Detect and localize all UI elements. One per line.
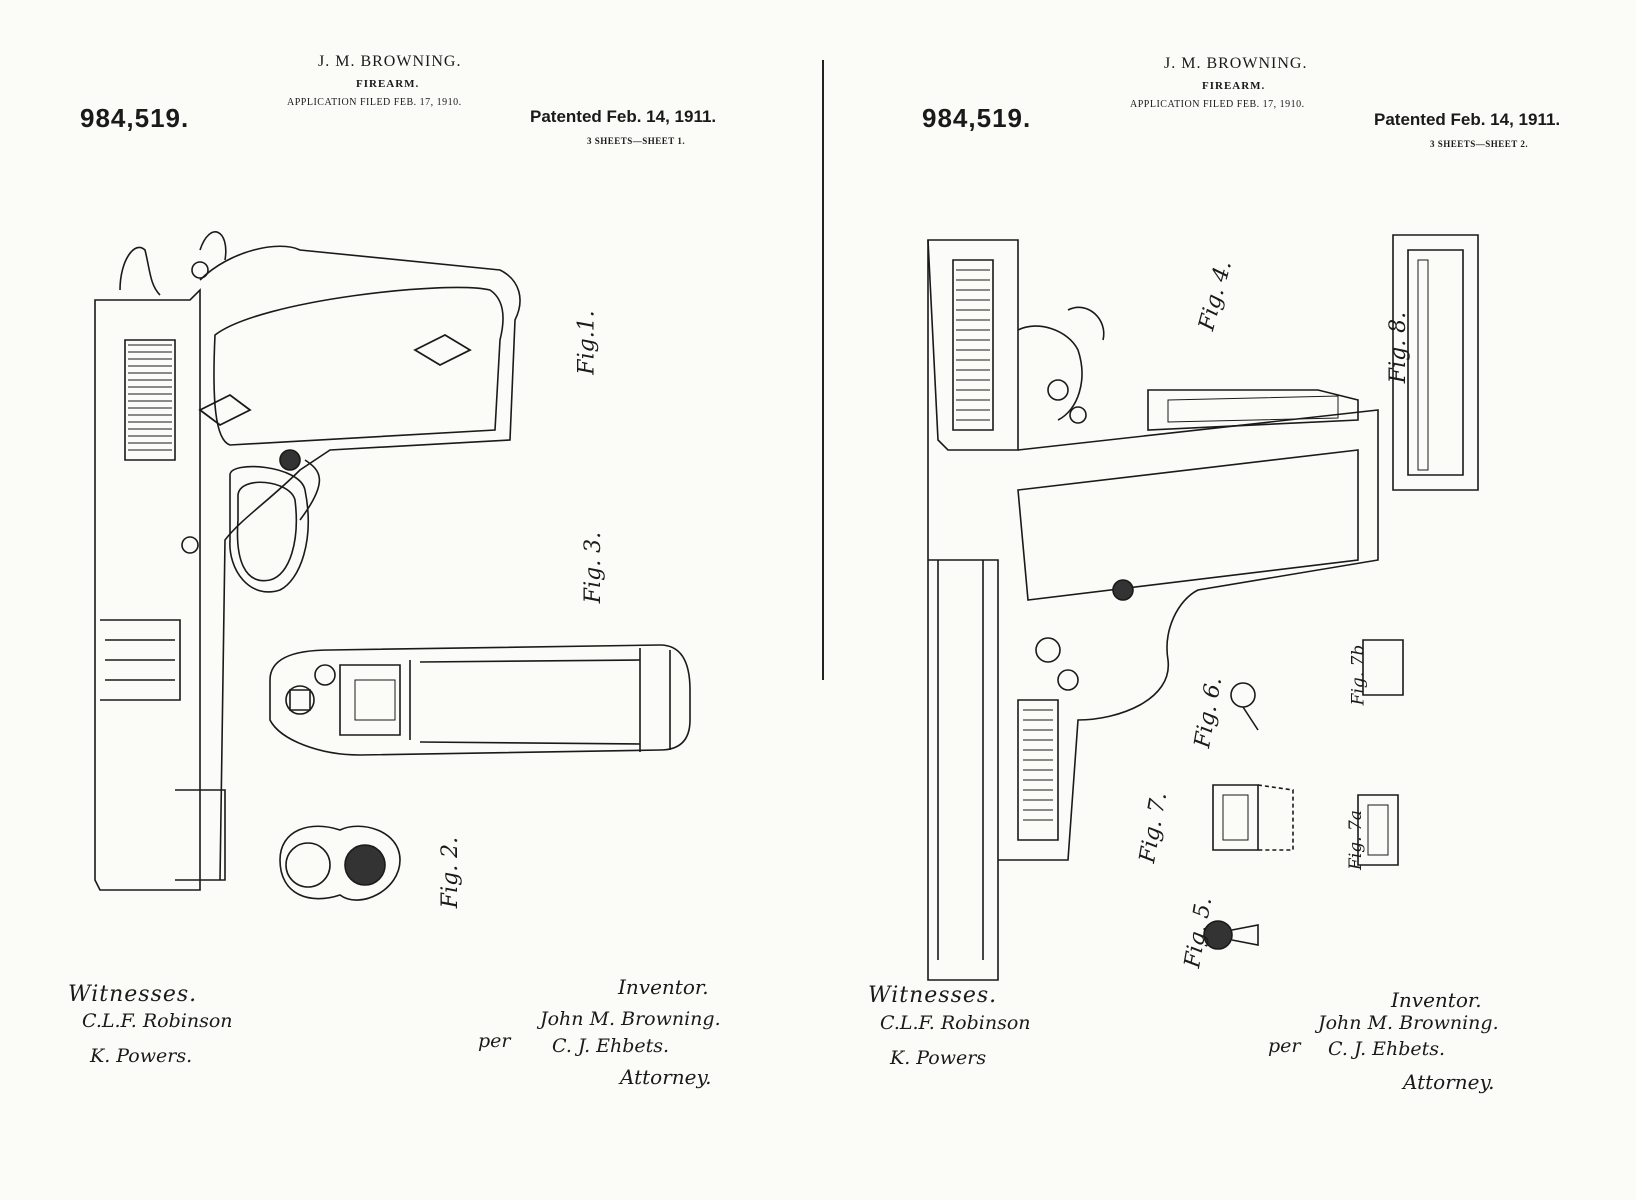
figure-label: Fig.1. <box>575 310 600 374</box>
figure-label: Fig. 7b <box>1348 645 1368 706</box>
patent-sheet-1: J. M. BROWNING. FIREARM. APPLICATION FIL… <box>0 0 818 1200</box>
patent-sheet-2: J. M. BROWNING. FIREARM. APPLICATION FIL… <box>818 0 1636 1200</box>
witness-signature: C.L.F. Robinson <box>880 1012 1031 1034</box>
attorney-signature: C. J. Ehbets. <box>1328 1038 1445 1060</box>
inventor-label: Inventor. <box>1391 988 1482 1012</box>
witnesses-label: Witnesses. <box>868 983 997 1008</box>
witnesses-label: Witnesses. <box>68 982 197 1007</box>
attorney-signature: C. J. Ehbets. <box>552 1035 669 1057</box>
fig1-pistol <box>95 232 520 890</box>
per-text: per <box>478 1030 511 1052</box>
attorney-label: Attorney. <box>1403 1070 1494 1094</box>
fig4-section <box>928 240 1378 980</box>
small-part-figures <box>1204 640 1403 949</box>
attorney-label: Attorney. <box>620 1065 711 1089</box>
figure-label: Fig. 2. <box>438 837 463 908</box>
per-text: per <box>1268 1035 1301 1057</box>
witness-signature: K. Powers. <box>90 1045 192 1067</box>
figure-label: Fig. 8. <box>1386 312 1411 383</box>
inventor-label: Inventor. <box>618 975 709 999</box>
figure-label: Fig. 3. <box>581 532 606 603</box>
figure-label: Fig. 7a <box>1346 810 1366 870</box>
witness-signature: C.L.F. Robinson <box>82 1010 233 1032</box>
fig3-end-view <box>270 645 690 755</box>
fig2-muzzle-view <box>280 826 400 900</box>
witness-signature: K. Powers <box>890 1047 986 1069</box>
inventor-signature: John M. Browning. <box>1318 1012 1499 1034</box>
inventor-signature: John M. Browning. <box>540 1008 721 1030</box>
